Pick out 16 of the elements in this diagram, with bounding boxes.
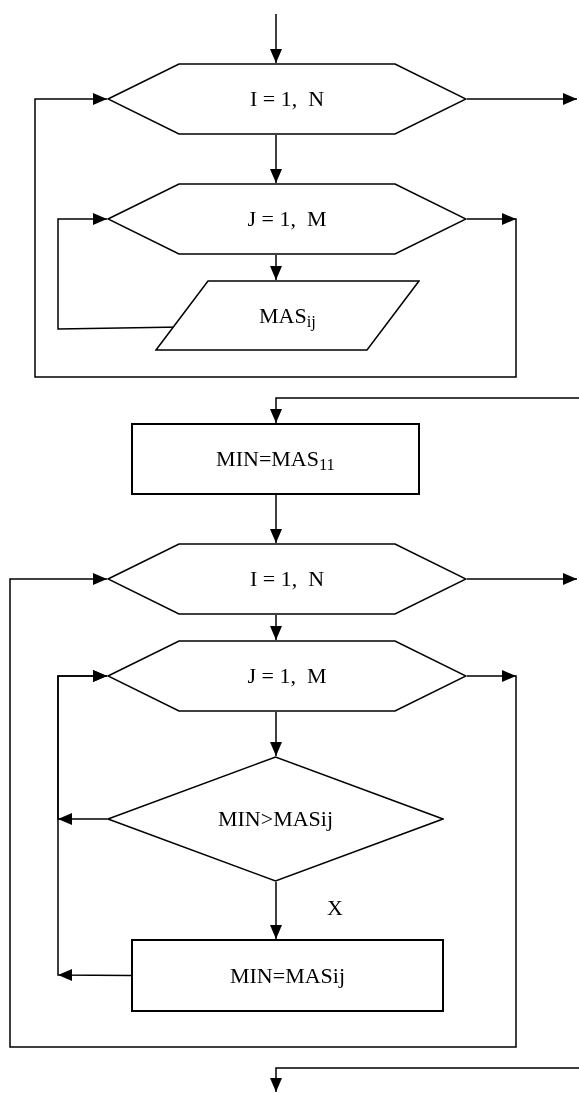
process-box [131,939,444,1012]
loop-hexagon [107,183,467,255]
loop-hexagon [107,63,467,135]
decision-diamond [107,756,444,882]
node-text: MAS$_{ij}$ [259,301,316,330]
node-text: I = 1, N [249,85,325,113]
loop-hexagon [107,543,467,615]
node-text: J = 1, M [247,662,327,690]
node-text: J = 1, M [247,205,327,233]
loop-hexagon [107,640,467,712]
node-text: MIN=MAS$_{11}$ [216,445,335,473]
process-box [131,423,420,495]
node-text: MIN=MASij [229,961,346,990]
input-parallelogram [155,280,420,351]
node-text: MIN>MASij [217,805,334,833]
node-text: I = 1, N [249,565,325,593]
